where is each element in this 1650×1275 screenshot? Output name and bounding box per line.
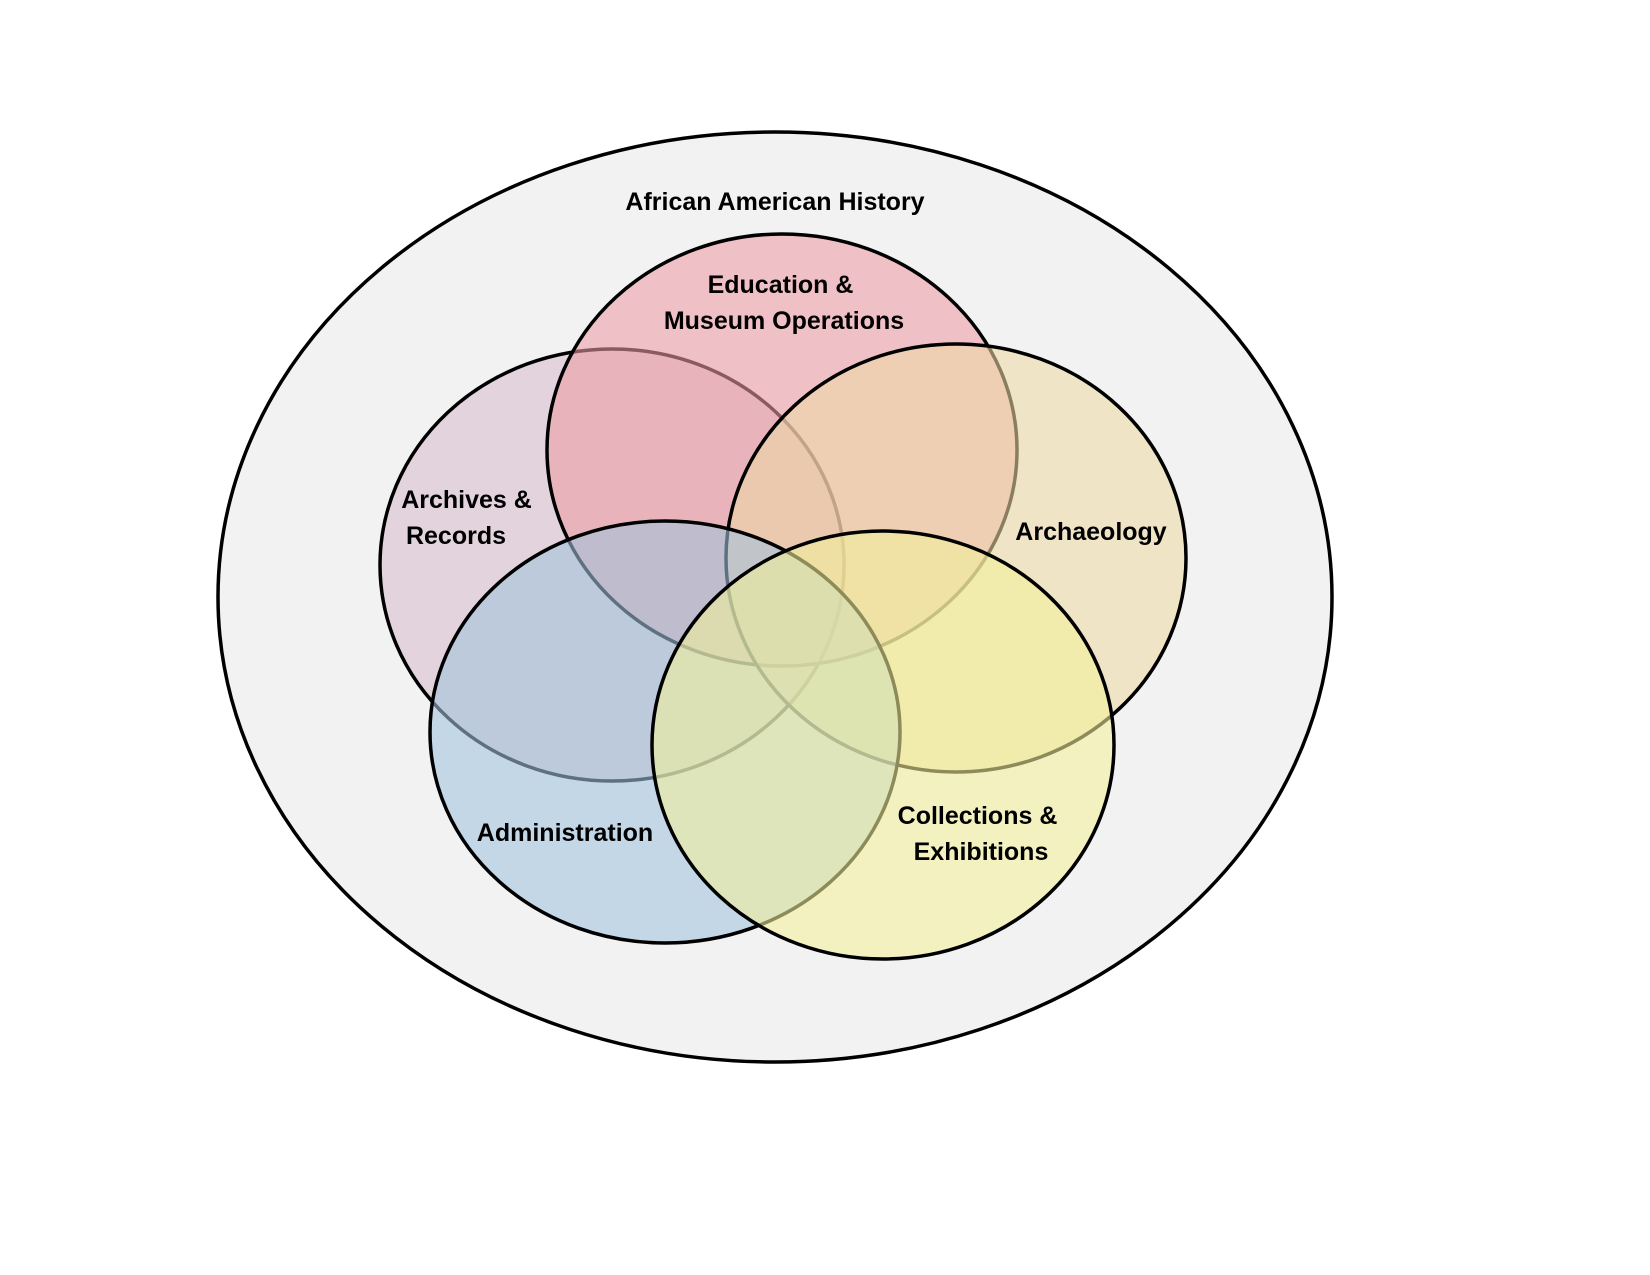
label-education-line-1: Education & xyxy=(708,271,854,299)
label-education-line-2: Museum Operations xyxy=(664,307,904,335)
label-collections: Collections & Exhibitions xyxy=(898,802,1065,866)
label-archives-line-1: Archives & xyxy=(401,486,532,514)
venn-circles xyxy=(378,232,1188,961)
circle-collections xyxy=(650,529,1116,961)
label-administration: Administration xyxy=(477,819,653,847)
label-archives-line-2: Records xyxy=(406,522,506,550)
label-archives: Archives & Records xyxy=(401,486,539,550)
label-collections-line-1: Collections & xyxy=(898,802,1058,830)
label-archaeology: Archaeology xyxy=(1015,518,1167,546)
label-education: Education & Museum Operations xyxy=(664,271,904,335)
label-collections-line-2: Exhibitions xyxy=(914,838,1049,866)
outer-label: African American History xyxy=(625,188,924,216)
